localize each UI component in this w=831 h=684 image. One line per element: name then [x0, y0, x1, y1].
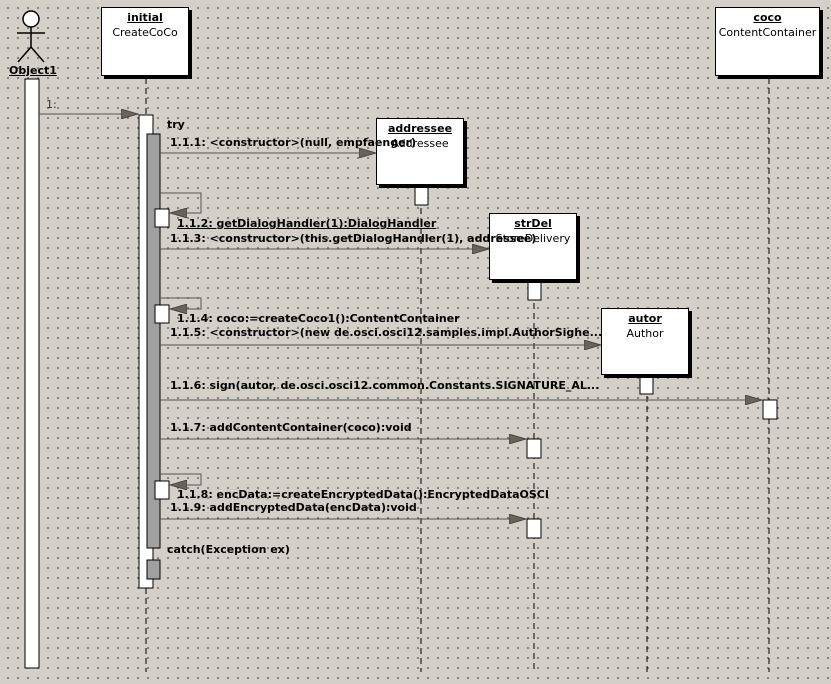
object-createcoco[interactable]: initial CreateCoCo: [101, 7, 189, 76]
message-label-m112: 1.1.2: getDialogHandler(1):DialogHandler: [177, 217, 437, 230]
object-addressee-name: addressee: [387, 122, 453, 135]
activation-strdel-create: [527, 281, 542, 301]
object-coco-name: coco: [753, 11, 782, 24]
object-addressee[interactable]: addressee Addressee: [376, 118, 464, 185]
arrow-m114: [160, 297, 202, 309]
message-label-m118: 1.1.8: encData:=createEncryptedData():En…: [177, 488, 549, 501]
actor-name: Object1: [9, 64, 57, 77]
object-coco[interactable]: coco ContentContainer: [715, 7, 820, 76]
object-strdel[interactable]: strDel StoreDelivery: [489, 213, 577, 280]
message-label-m113: 1.1.3: <constructor>(this.getDialogHandl…: [170, 232, 537, 245]
actor-icon: [17, 10, 45, 63]
object-coco-type: ContentContainer: [718, 26, 817, 39]
activation-createcoco-try: [146, 133, 161, 549]
activation-addressee: [414, 186, 429, 206]
object-createcoco-type: CreateCoCo: [112, 26, 178, 39]
arrow-m118: [160, 473, 202, 485]
object-autor[interactable]: autor Author: [601, 308, 689, 375]
message-label-m117: 1.1.7: addContentContainer(coco):void: [170, 421, 412, 434]
object-createcoco-name: initial: [127, 11, 163, 24]
arrow-m112: [160, 192, 202, 213]
object-addressee-type: Addressee: [391, 137, 449, 150]
activation-coco: [762, 399, 778, 420]
activation-strdel-117: [526, 438, 542, 459]
message-label-m116: 1.1.6: sign(autor, de.osci.osci12.common…: [170, 379, 600, 392]
message-label-m115: 1.1.5: <constructor>(new de.osci.osci12.…: [170, 326, 603, 339]
activation-self-118: [154, 480, 170, 500]
activation-autor: [639, 375, 654, 395]
object-autor-type: Author: [626, 327, 664, 340]
message-label-m1: 1:: [46, 98, 57, 111]
message-label-m114: 1.1.4: coco:=createCoco1():ContentContai…: [177, 312, 460, 325]
object-autor-name: autor: [628, 312, 662, 325]
object-strdel-type: StoreDelivery: [495, 232, 571, 245]
message-label-m119: 1.1.9: addEncryptedData(encData):void: [170, 501, 417, 514]
object-strdel-name: strDel: [514, 217, 552, 230]
activation-createcoco-catch: [146, 559, 161, 580]
message-label-m111: 1.1.1: <constructor>(null, empfaenger): [170, 136, 417, 149]
activation-strdel-119: [526, 518, 542, 539]
activation-self-114: [154, 304, 170, 324]
fragment-catch-label: catch(Exception ex): [167, 543, 290, 556]
activation-object1: [24, 78, 40, 669]
activation-self-112: [154, 208, 170, 228]
fragment-try-label: try: [167, 118, 185, 131]
